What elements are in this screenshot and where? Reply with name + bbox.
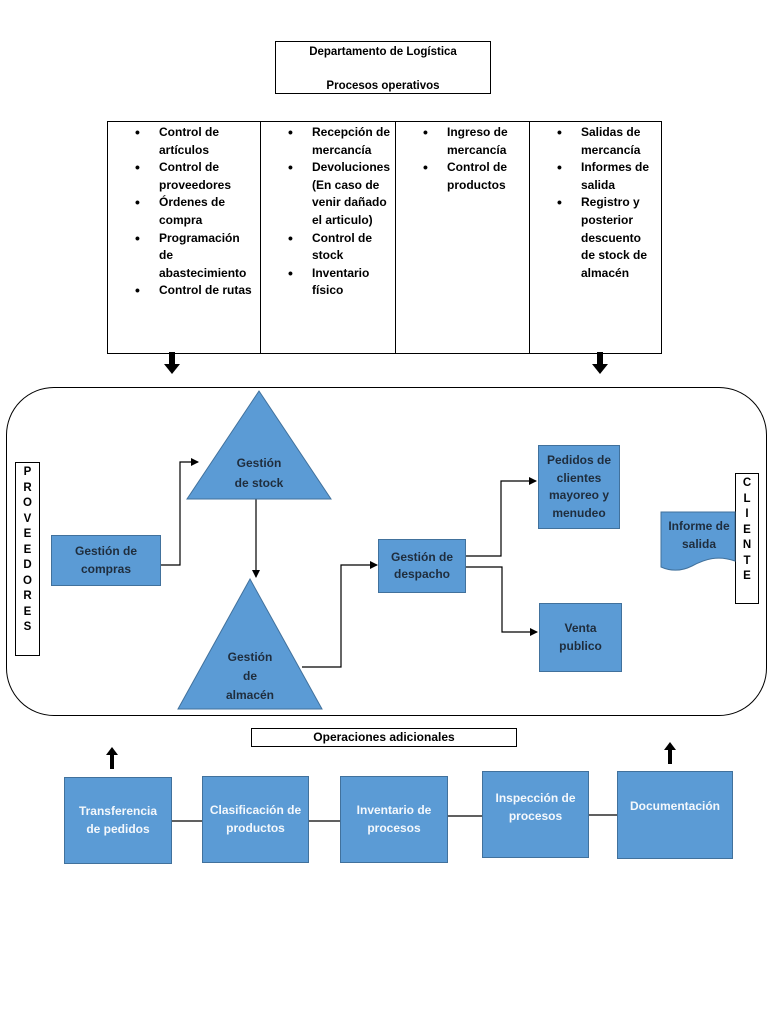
letter: C	[742, 477, 752, 489]
gestion-stock-triangle	[186, 390, 332, 500]
label-line: Gestión	[227, 650, 273, 664]
process-item: Control de rutas	[108, 282, 261, 300]
letter: D	[23, 559, 32, 571]
process-column-4: Salidas de mercancía Informes de salida …	[530, 122, 661, 353]
process-item: Registro y posterior descuento de stock …	[530, 194, 655, 282]
letter: E	[23, 528, 32, 540]
letter: N	[742, 539, 752, 551]
label-line: Gestión	[236, 456, 282, 470]
informe-salida-document	[660, 511, 736, 571]
process-item: Control de artículos	[108, 124, 246, 159]
letter: O	[23, 497, 32, 509]
step-label: Inventario de procesos	[356, 803, 432, 835]
step-label: Clasificación de productos	[209, 803, 302, 835]
letter: E	[23, 543, 32, 556]
department-title: Departamento de Logística	[309, 46, 457, 58]
letter: V	[23, 512, 32, 525]
step-transferencia-pedidos: Transferencia de pedidos	[64, 777, 172, 864]
step-inventario-procesos: Inventario de procesos	[340, 776, 448, 863]
process-column-1: Control de artículos Control de proveedo…	[108, 122, 261, 353]
gestion-compras-box: Gestión de compras	[51, 535, 161, 586]
letter: E	[743, 523, 751, 536]
venta-publico-label: Venta publico	[559, 621, 602, 653]
letter: T	[743, 554, 751, 567]
arrow-down-icon	[164, 352, 180, 374]
process-item: Órdenes de compra	[108, 194, 246, 229]
label-line: almacén	[225, 688, 275, 702]
main-flow-frame	[6, 387, 767, 716]
process-column-2: Recepción de mercancía Devoluciones (En …	[261, 122, 396, 353]
step-label: Transferencia de pedidos	[78, 804, 158, 836]
letter: R	[23, 481, 32, 494]
pedidos-clientes-box: Pedidos de clientes mayoreo y menudeo	[538, 445, 620, 529]
gestion-compras-label: Gestión de compras	[74, 544, 137, 576]
step-label: Inspección de procesos	[495, 791, 576, 823]
arrow-up-icon	[664, 742, 676, 764]
process-column-3: Ingreso de mercancía Control de producto…	[396, 122, 530, 353]
operaciones-adicionales-label: Operaciones adicionales	[251, 728, 517, 747]
venta-publico-box: Venta publico	[539, 603, 622, 672]
gestion-almacen-label: Gestión de almacén	[201, 648, 299, 705]
letter: O	[23, 574, 32, 587]
step-inspeccion-procesos: Inspección de procesos	[482, 771, 589, 858]
process-table: Control de artículos Control de proveedo…	[107, 121, 662, 354]
process-item: Informes de salida	[530, 159, 655, 194]
letter: S	[23, 621, 32, 633]
process-item: Inventario físico	[261, 265, 398, 300]
process-item: Recepción de mercancía	[261, 124, 398, 159]
letter: L	[743, 492, 751, 505]
gestion-despacho-label: Gestión de despacho	[390, 549, 453, 582]
arrow-down-icon	[592, 352, 608, 374]
process-item: Control de stock	[261, 230, 398, 265]
process-item: Programación de abastecimiento	[108, 230, 256, 283]
informe-salida-label: Informe de salida	[668, 519, 730, 551]
arrow-up-icon	[106, 747, 118, 769]
process-item: Devoluciones (En caso de venir dañado el…	[261, 159, 398, 229]
letter: P	[23, 466, 32, 478]
process-item: Control de productos	[396, 159, 519, 194]
title-box: Departamento de Logística Procesos opera…	[275, 41, 491, 94]
process-item: Salidas de mercancía	[530, 124, 655, 159]
gestion-almacen-triangle	[177, 578, 323, 710]
gestion-despacho-box: Gestión de despacho	[378, 539, 466, 593]
cliente-label: C L I E N T E	[735, 473, 759, 604]
pedidos-clientes-label: Pedidos de clientes mayoreo y menudeo	[546, 453, 611, 520]
step-label: Documentación	[629, 799, 720, 814]
letter: E	[23, 605, 32, 618]
gestion-stock-label: Gestión de stock	[210, 453, 308, 493]
step-clasificacion-productos: Clasificación de productos	[202, 776, 309, 863]
department-subtitle: Procesos operativos	[326, 80, 440, 92]
label-line: de stock	[234, 476, 284, 490]
process-item: Ingreso de mercancía	[396, 124, 519, 159]
letter: I	[745, 508, 749, 520]
letter: E	[743, 570, 751, 582]
step-documentacion: Documentación	[617, 771, 733, 859]
label-line: de	[242, 669, 257, 683]
process-item: Control de proveedores	[108, 159, 246, 194]
proveedores-label: P R O V E E D O R E S	[15, 462, 40, 656]
letter: R	[23, 590, 32, 602]
